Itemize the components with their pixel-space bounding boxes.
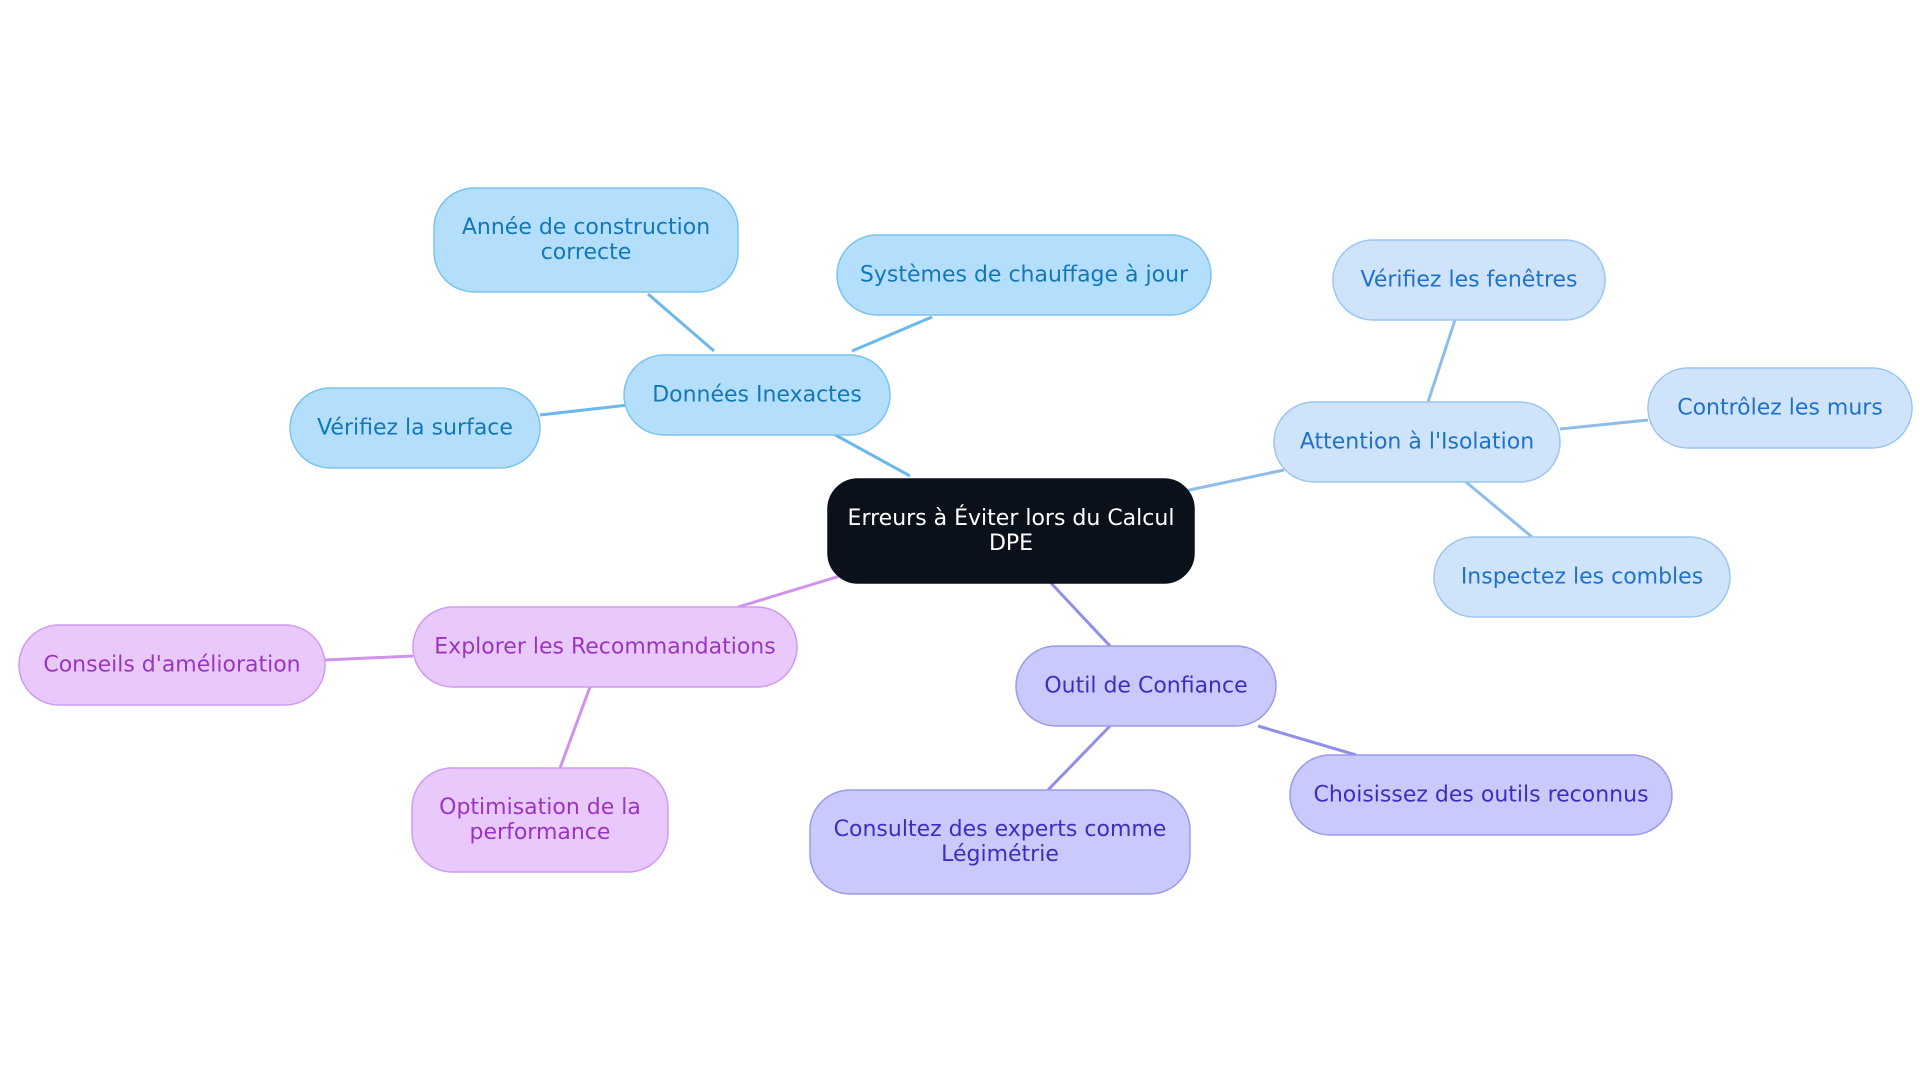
edge-donnees-inexactes-to-systemes-de-chauffage-a-jour [851,315,933,353]
leaf-node-verifiez-les-fenetres: Vérifiez les fenêtres [1332,239,1606,321]
branch-node-outil-de-confiance-label: Outil de Confiance [1044,674,1247,699]
branch-node-explorer-les-recommandations: Explorer les Recommandations [412,606,798,688]
branch-node-attention-a-l-isolation-box [1273,401,1561,483]
leaf-node-verifiez-la-surface-box [289,387,541,469]
edge-attention-a-l-isolation-to-inspectez-les-combles [1465,480,1533,539]
leaf-node-inspectez-les-combles-label: Inspectez les combles [1461,565,1703,590]
leaf-node-inspectez-les-combles: Inspectez les combles [1433,536,1731,618]
leaf-node-verifiez-la-surface: Vérifiez la surface [289,387,541,469]
leaf-node-controlez-les-murs-box [1647,367,1913,449]
edge-attention-a-l-isolation-to-controlez-les-murs [1559,418,1649,431]
leaf-node-inspectez-les-combles-box [1433,536,1731,618]
leaf-node-systemes-de-chauffage-a-jour-label: Systèmes de chauffage à jour [860,263,1189,288]
leaf-node-annee-de-construction-correcte-label: Année de construction [462,215,710,240]
leaf-node-conseils-d-amelioration-label: Conseils d'amélioration [43,653,300,678]
central-node-label: Erreurs à Éviter lors du Calcul [848,505,1175,531]
branch-node-outil-de-confiance: Outil de Confiance [1015,645,1277,727]
edge-donnees-inexactes-to-verifiez-la-surface [539,403,629,417]
leaf-node-consultez-des-experts-comme-legimetrie-label: Consultez des experts comme [834,817,1167,842]
leaf-node-systemes-de-chauffage-a-jour: Systèmes de chauffage à jour [836,234,1212,316]
edge-outil-de-confiance-to-consultez-des-experts-comme-legimetrie [1046,724,1112,792]
leaf-node-consultez-des-experts-comme-legimetrie-box [809,789,1191,895]
leaf-node-controlez-les-murs: Contrôlez les murs [1647,367,1913,449]
edge-explorer-les-recommandations-to-optimisation-de-la-performance [558,686,592,769]
edge-central-to-attention-a-l-isolation [1179,468,1285,494]
leaf-node-choisissez-des-outils-reconnus: Choisissez des outils reconnus [1289,754,1673,836]
edge-attention-a-l-isolation-to-verifiez-les-fenetres [1426,319,1457,403]
branch-node-donnees-inexactes-label: Données Inexactes [652,383,862,408]
leaf-node-optimisation-de-la-performance-label: Optimisation de la [439,795,641,820]
leaf-node-verifiez-les-fenetres-box [1332,239,1606,321]
leaf-node-conseils-d-amelioration-box [18,624,326,706]
edge-explorer-les-recommandations-to-conseils-d-amelioration [324,654,414,662]
leaf-node-systemes-de-chauffage-a-jour-box [836,234,1212,316]
branch-node-explorer-les-recommandations-label: Explorer les Recommandations [434,635,775,660]
edge-central-to-explorer-les-recommandations [737,574,841,609]
branch-node-attention-a-l-isolation: Attention à l'Isolation [1273,401,1561,483]
branch-node-attention-a-l-isolation-label: Attention à l'Isolation [1300,430,1534,455]
leaf-node-annee-de-construction-correcte-label: correcte [541,240,632,265]
leaf-node-choisissez-des-outils-reconnus-box [1289,754,1673,836]
edge-central-to-donnees-inexactes [829,430,911,478]
leaf-node-annee-de-construction-correcte-box [433,187,739,293]
edge-central-to-outil-de-confiance [1048,580,1112,648]
leaf-node-verifiez-la-surface-label: Vérifiez la surface [317,416,513,441]
branch-node-outil-de-confiance-box [1015,645,1277,727]
leaf-node-optimisation-de-la-performance-label: performance [470,820,611,845]
central-node-label: DPE [989,531,1033,556]
branch-node-donnees-inexactes-box [623,354,891,436]
branch-node-donnees-inexactes: Données Inexactes [623,354,891,436]
leaf-node-conseils-d-amelioration: Conseils d'amélioration [18,624,326,706]
leaf-node-choisissez-des-outils-reconnus-label: Choisissez des outils reconnus [1313,783,1648,808]
edge-donnees-inexactes-to-annee-de-construction-correcte [647,292,715,353]
leaf-node-controlez-les-murs-label: Contrôlez les murs [1677,396,1883,421]
edges-layer [324,292,1649,792]
edge-outil-de-confiance-to-choisissez-des-outils-reconnus [1257,724,1357,757]
branch-node-explorer-les-recommandations-box [412,606,798,688]
leaf-node-optimisation-de-la-performance-box [411,767,669,873]
central-node-box [827,478,1195,584]
leaf-node-verifiez-les-fenetres-label: Vérifiez les fenêtres [1360,268,1577,293]
leaf-node-consultez-des-experts-comme-legimetrie-label: Légimétrie [941,842,1059,867]
